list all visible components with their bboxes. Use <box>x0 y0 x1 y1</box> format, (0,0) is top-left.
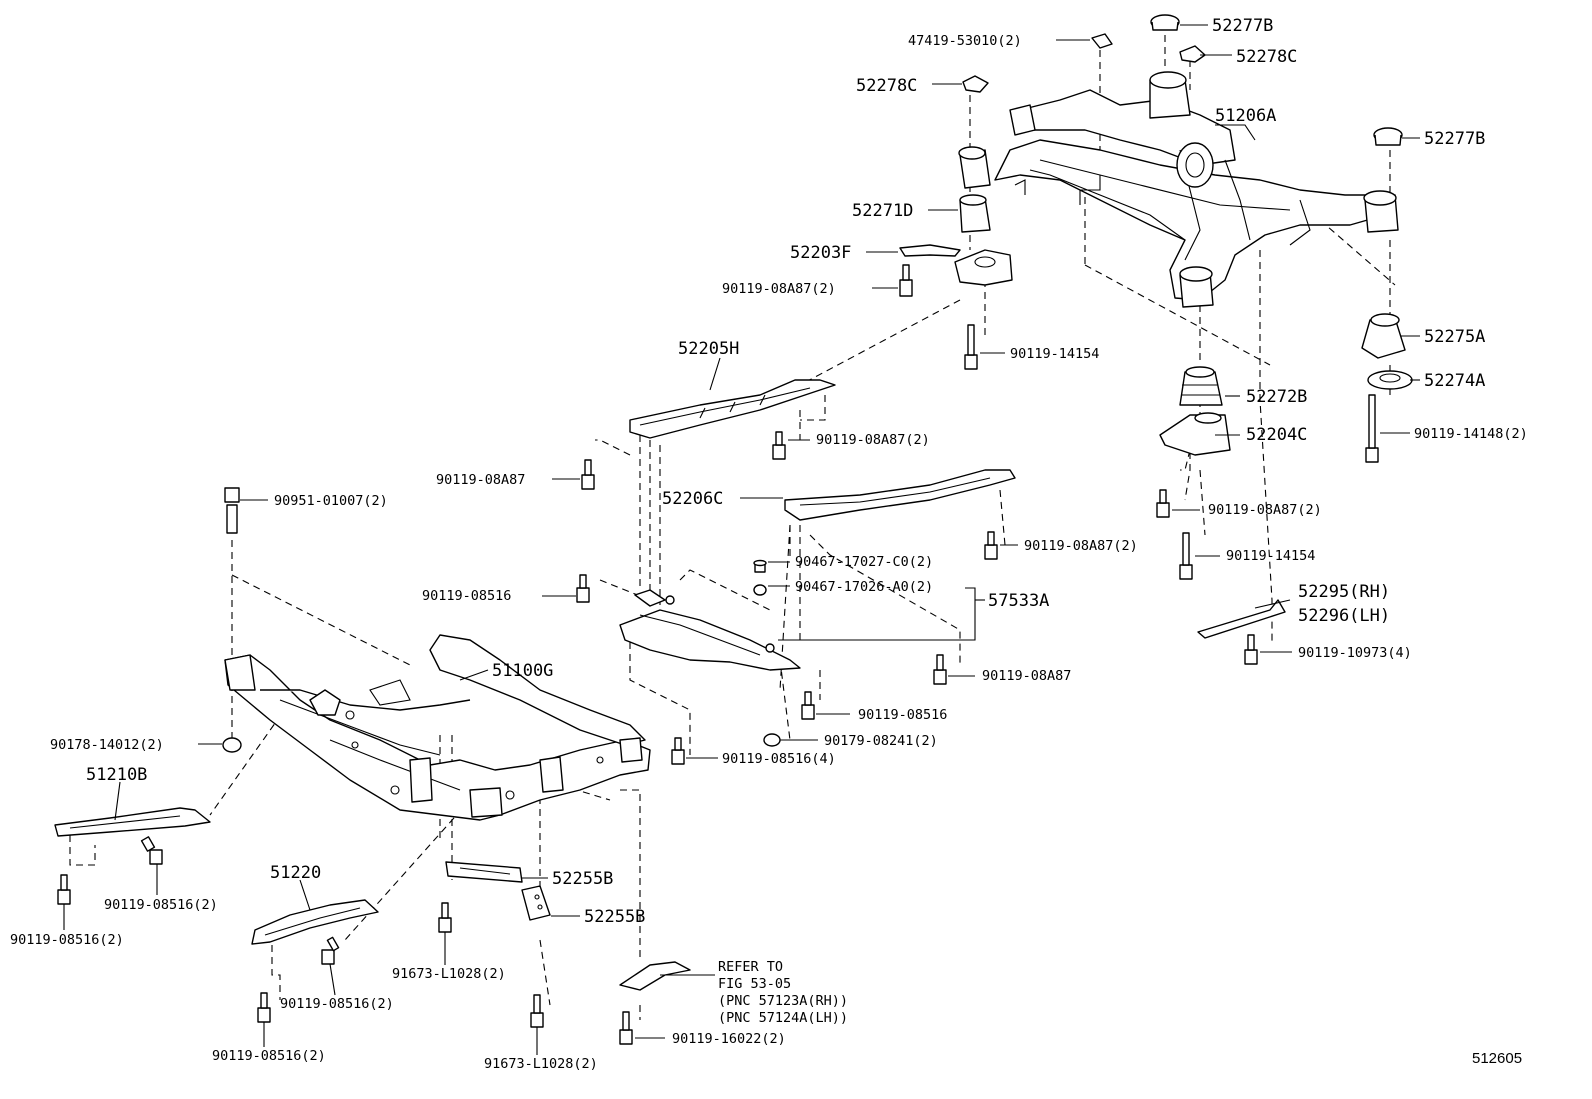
nut-90179-08241 <box>763 733 781 747</box>
front-suspension-member <box>224 634 651 821</box>
callout-51206A: 51206A <box>1215 106 1276 126</box>
bolt-90119-08516-c <box>671 737 685 765</box>
callout-51210B: 51210B <box>86 765 147 785</box>
callout-52296-LH: 52296(LH) <box>1298 606 1390 626</box>
callout-52274A: 52274A <box>1424 371 1485 391</box>
clip-47419 <box>1091 33 1113 49</box>
callout-90119-08A87-a: 90119-08A87 <box>436 472 525 488</box>
callout-52255B-upper: 52255B <box>552 869 613 889</box>
callout-52255B-lower: 52255B <box>584 907 645 927</box>
callout-90951-01007: 90951-01007(2) <box>274 493 388 509</box>
callout-52204C: 52204C <box>1246 425 1307 445</box>
callout-52295-RH: 52295(RH) <box>1298 582 1390 602</box>
callout-90179-08241: 90179-08241(2) <box>824 733 938 749</box>
rear-suspension-member <box>958 71 1399 308</box>
callout-90119-16022: 90119-16022(2) <box>672 1031 786 1047</box>
bolt-90119-16022 <box>619 1011 633 1045</box>
nut-90178-14012 <box>222 737 242 753</box>
callout-90119-10973: 90119-10973(4) <box>1298 645 1412 661</box>
callout-91673-L1028-a: 91673-L1028(2) <box>392 966 506 982</box>
callout-90119-08516-2-a: 90119-08516(2) <box>104 897 218 913</box>
callout-52205H: 52205H <box>678 339 739 359</box>
callout-90119-08516-b: 90119-08516 <box>858 707 947 723</box>
bolt-90119-08516-d <box>140 836 163 865</box>
callout-52272B: 52272B <box>1246 387 1307 407</box>
callout-52277B-top: 52277B <box>1212 16 1273 36</box>
callout-90119-08516-4: 90119-08516(4) <box>722 751 836 767</box>
callout-90119-08A87-b: 90119-08A87 <box>982 668 1071 684</box>
fasteners <box>57 264 1379 1045</box>
bolt-90119-08A87-d <box>984 531 998 560</box>
bolt-90119-08A87-b <box>772 431 786 460</box>
bolt-91673-L1028-a <box>438 902 452 933</box>
bolt-90119-08A87-c <box>581 459 595 490</box>
callout-57533A: 57533A <box>988 591 1049 611</box>
stud-90951-01007 <box>224 487 240 534</box>
callout-90119-14154-a: 90119-14154 <box>1010 346 1099 362</box>
bolt-90119-08516-f <box>321 936 340 965</box>
bolt-90119-08516-a <box>576 574 590 603</box>
bolt-90119-08A87-a <box>899 264 913 297</box>
bushings-and-stoppers <box>899 14 1413 639</box>
bolt-91673-L1028-b <box>530 994 544 1028</box>
bolt-90119-08516-b <box>801 691 815 720</box>
bolt-90119-14154-a <box>964 324 978 370</box>
callout-90467-17026-A0: 90467-17026-A0(2) <box>795 579 933 595</box>
illustration-number: 512605 <box>1472 1050 1522 1067</box>
callout-52271D: 52271D <box>852 201 913 221</box>
callout-90119-14148: 90119-14148(2) <box>1414 426 1528 442</box>
callout-90178-14012: 90178-14012(2) <box>50 737 164 753</box>
bolt-90119-08516-g <box>257 992 271 1023</box>
reference-note-line-1: REFER TO <box>718 959 783 975</box>
callout-90119-08516-2-b: 90119-08516(2) <box>10 932 124 948</box>
reference-note-line-2: FIG 53-05 <box>718 976 791 992</box>
leader-lines <box>63 24 1420 1055</box>
callout-90119-08A87-2-c: 90119-08A87(2) <box>1024 538 1138 554</box>
callout-52203F: 52203F <box>790 243 851 263</box>
bolt-90119-08516-e <box>57 874 71 905</box>
bolt-90119-10973 <box>1244 634 1258 665</box>
bolt-90119-08A87-f <box>1156 489 1170 518</box>
bolt-90119-14154-b <box>1179 532 1193 580</box>
callout-47419-53010: 47419-53010(2) <box>908 33 1022 49</box>
reference-note-line-3: (PNC 57123A(RH)) <box>718 993 848 1009</box>
reference-note-line-4: (PNC 57124A(LH)) <box>718 1010 848 1026</box>
callout-52275A: 52275A <box>1424 327 1485 347</box>
bolt-90119-08A87-e <box>933 654 947 685</box>
callout-51220: 51220 <box>270 863 321 883</box>
callout-91673-L1028-b: 91673-L1028(2) <box>484 1056 598 1072</box>
callout-52277B-right: 52277B <box>1424 129 1485 149</box>
callout-90119-08A87-2-b: 90119-08A87(2) <box>816 432 930 448</box>
callout-52278C-left: 52278C <box>856 76 917 96</box>
callout-90119-08516-a: 90119-08516 <box>422 588 511 604</box>
callout-90119-08A87-2-d: 90119-08A87(2) <box>1208 502 1322 518</box>
callout-90467-17027-C0: 90467-17027-C0(2) <box>795 554 933 570</box>
callout-90119-08516-2-d: 90119-08516(2) <box>212 1048 326 1064</box>
callout-52278C-right: 52278C <box>1236 47 1297 67</box>
callout-90119-08516-2-c: 90119-08516(2) <box>280 996 394 1012</box>
callout-51100G: 51100G <box>492 661 553 681</box>
callout-90119-14154-b: 90119-14154 <box>1226 548 1315 564</box>
callout-52206C: 52206C <box>662 489 723 509</box>
bolt-90119-14148 <box>1365 394 1379 463</box>
crossmembers <box>619 379 1016 671</box>
callout-labels: 47419-53010(2) 52277B 52278C 52278C 5120… <box>10 16 1528 1072</box>
callout-90119-08A87-2-a: 90119-08A87(2) <box>722 281 836 297</box>
braces <box>54 807 691 991</box>
